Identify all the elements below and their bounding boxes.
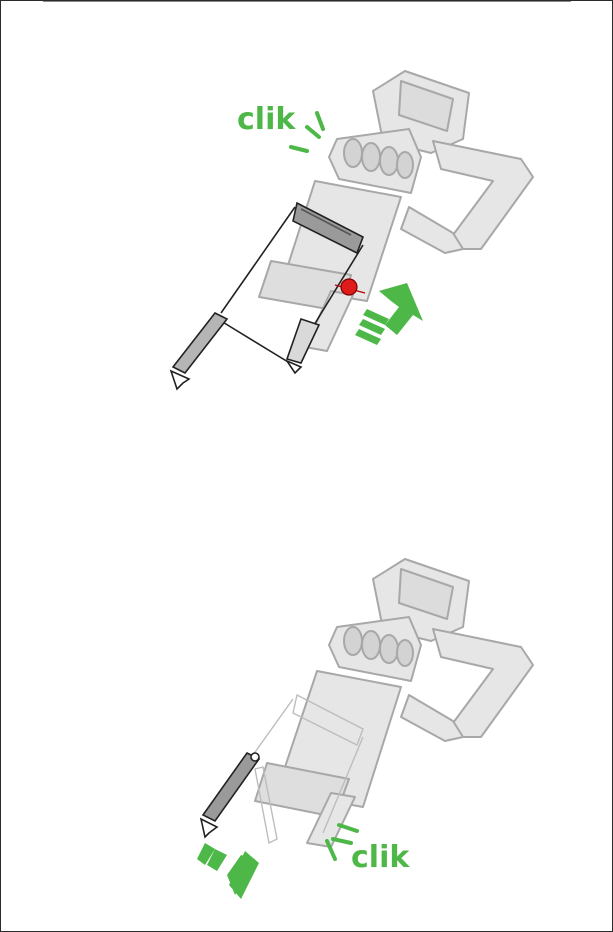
vacuum-attach-diagram: clik	[1, 1, 612, 467]
vacuum-release-diagram: clik	[1, 467, 612, 931]
step-2-illustration: clik	[1, 467, 612, 931]
arrow-down-icon	[197, 843, 259, 899]
step-1-illustration: clik	[1, 1, 612, 467]
vacuum-body	[255, 559, 533, 847]
detached-rail	[201, 753, 259, 837]
clik-label-step-2: clik	[351, 840, 410, 875]
click-sound-burst-icon	[291, 113, 323, 151]
clik-label-step-1: clik	[237, 102, 296, 137]
